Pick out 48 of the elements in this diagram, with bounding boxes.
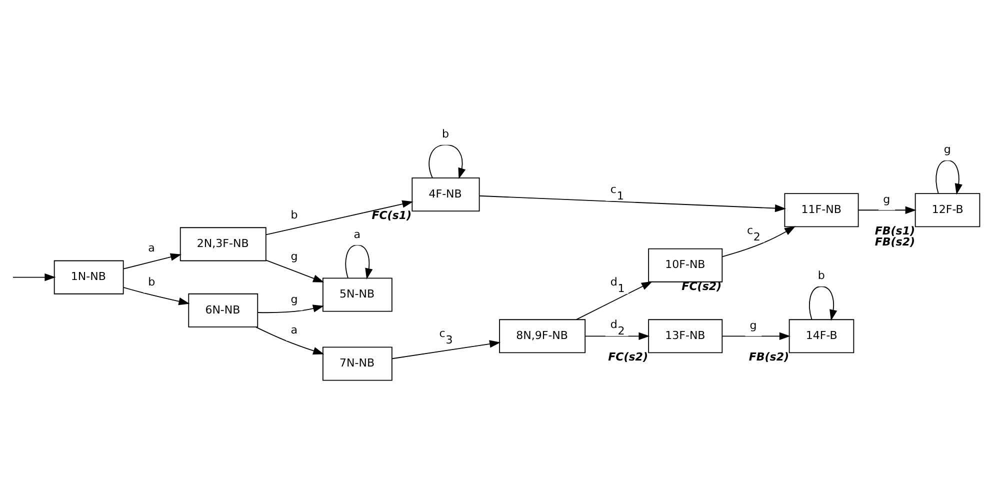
arrow [584,332,650,340]
node-box: 2N,3F-NB [180,227,266,262]
edge-label: b [818,269,825,282]
node-label: FB(s2) [874,236,916,249]
node-box: 1N-NB [54,260,124,294]
arrow [722,226,796,258]
edge-label: b [290,208,298,222]
arrow [255,326,324,354]
node-label: FC(s2) [682,280,722,293]
arrow [479,195,786,212]
edge-label: a [290,324,298,336]
edge-label: g [750,318,757,332]
edge-label: g [883,192,890,206]
arrow [266,200,414,236]
arrow [858,206,916,214]
node-box: 13F-NB [648,319,723,354]
node-label: FC(s2) [608,350,648,364]
node-box: 5N-NB [322,278,392,312]
arrow [392,340,501,360]
node-label: FB(s1) [874,224,916,238]
edge-label: b [148,276,156,289]
arrow [936,160,962,195]
node-box: 6N-NB [188,293,258,328]
node-box: 14F-B [788,319,854,354]
arrow [257,304,324,314]
arrow [266,260,324,282]
node-box: 8N,9F-NB [499,319,586,354]
edge-label: g [290,250,298,263]
node-box: 7N-NB [322,346,392,381]
edge-label: a [148,242,155,255]
arrow [123,253,182,270]
edge-label: a [354,228,361,241]
edge-label: g [944,143,951,156]
edge-label: g [290,293,298,306]
arrow [428,144,466,180]
node-label: FB(s2) [748,350,790,364]
node-box: 4F-NB [412,177,480,212]
arrow [123,287,190,306]
arrow [809,286,838,321]
arrow [576,281,653,320]
node-box: 12F-B [914,193,980,228]
node-box: 10F-NB [648,248,723,282]
arrow [722,332,790,340]
arrow [12,273,56,282]
edge-label: b [442,128,450,141]
node-label: FC(s1) [372,208,412,222]
node-box: 11F-NB [784,193,859,228]
arrow [345,244,373,280]
